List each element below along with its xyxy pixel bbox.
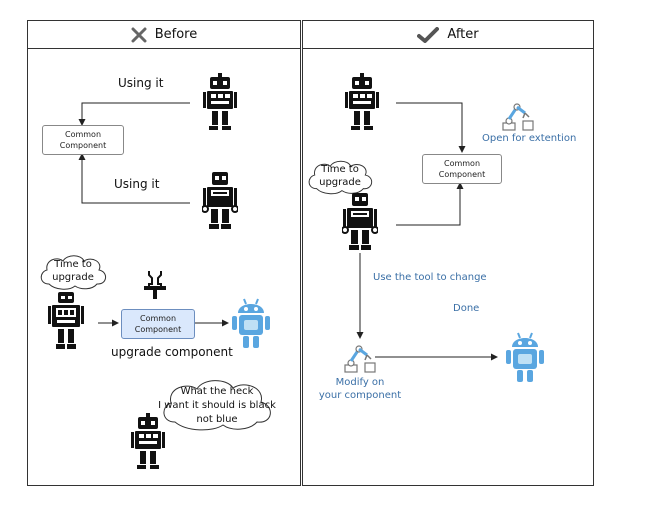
done-label: Done — [453, 303, 480, 314]
using-it-label-1: Using it — [118, 76, 164, 90]
open-for-extension-label: Open for extention — [482, 133, 577, 144]
modify-line1: Modify on — [335, 377, 385, 388]
robot-icon — [203, 73, 237, 130]
use-the-tool-label: Use the tool to change — [373, 272, 487, 283]
common-component-line2: Component — [59, 141, 107, 150]
blue-robot-icon — [232, 298, 270, 348]
complaint-cloud — [163, 380, 271, 431]
arrow-after-robot1 — [396, 102, 466, 153]
arrow-robot1-to-component — [78, 102, 190, 126]
robot-icon — [131, 413, 165, 469]
common-component-box-upgrade: Common Component — [121, 309, 195, 339]
time-to-upgrade-text-after: Time to upgrade — [312, 163, 368, 189]
after-header: After — [303, 21, 593, 49]
common-component-line1: Common — [139, 314, 177, 323]
robotic-arm-icon — [502, 103, 534, 131]
upgrade-line: upgrade — [52, 272, 94, 283]
complaint-line1: What the heck — [180, 386, 254, 397]
using-it-label-2: Using it — [114, 177, 160, 191]
complaint-text: What the heck I want it should is black … — [150, 385, 284, 427]
upgrade-component-label: upgrade component — [111, 345, 233, 359]
before-title: Before — [154, 27, 198, 42]
robot-icon — [342, 193, 378, 250]
time-to-line: Time to — [321, 164, 359, 175]
common-component-box: Common Component — [42, 125, 124, 155]
time-to-line: Time to — [54, 259, 92, 270]
thought-cloud — [308, 160, 373, 195]
robot-icon — [202, 172, 238, 229]
upgrade-line: upgrade — [319, 177, 361, 188]
arrow-after-robot2 — [396, 182, 464, 226]
robot-icon — [345, 73, 379, 130]
after-title: After — [447, 27, 479, 42]
complaint-line3: not blue — [196, 414, 238, 425]
before-header: Before — [28, 21, 300, 49]
thought-cloud — [40, 255, 106, 290]
common-component-line1: Common — [64, 130, 102, 139]
robotic-arm-icon — [344, 345, 376, 373]
checkmark-icon — [417, 26, 440, 43]
time-to-upgrade-text: Time to upgrade — [45, 258, 101, 284]
wrench-screwdriver-icon — [144, 271, 166, 299]
blue-robot-icon — [506, 332, 544, 382]
robot-icon — [48, 292, 84, 349]
complaint-line2: I want it should is black — [158, 400, 276, 411]
common-component-line2: Component — [134, 325, 182, 334]
common-component-line2: Component — [438, 170, 486, 179]
common-component-box-after: Common Component — [422, 154, 502, 184]
common-component-line1: Common — [443, 159, 481, 168]
arrow-robot2-to-component — [78, 153, 190, 204]
x-mark-icon — [131, 27, 147, 42]
modify-label: Modify on your component — [318, 376, 402, 402]
modify-line2: your component — [318, 390, 402, 401]
